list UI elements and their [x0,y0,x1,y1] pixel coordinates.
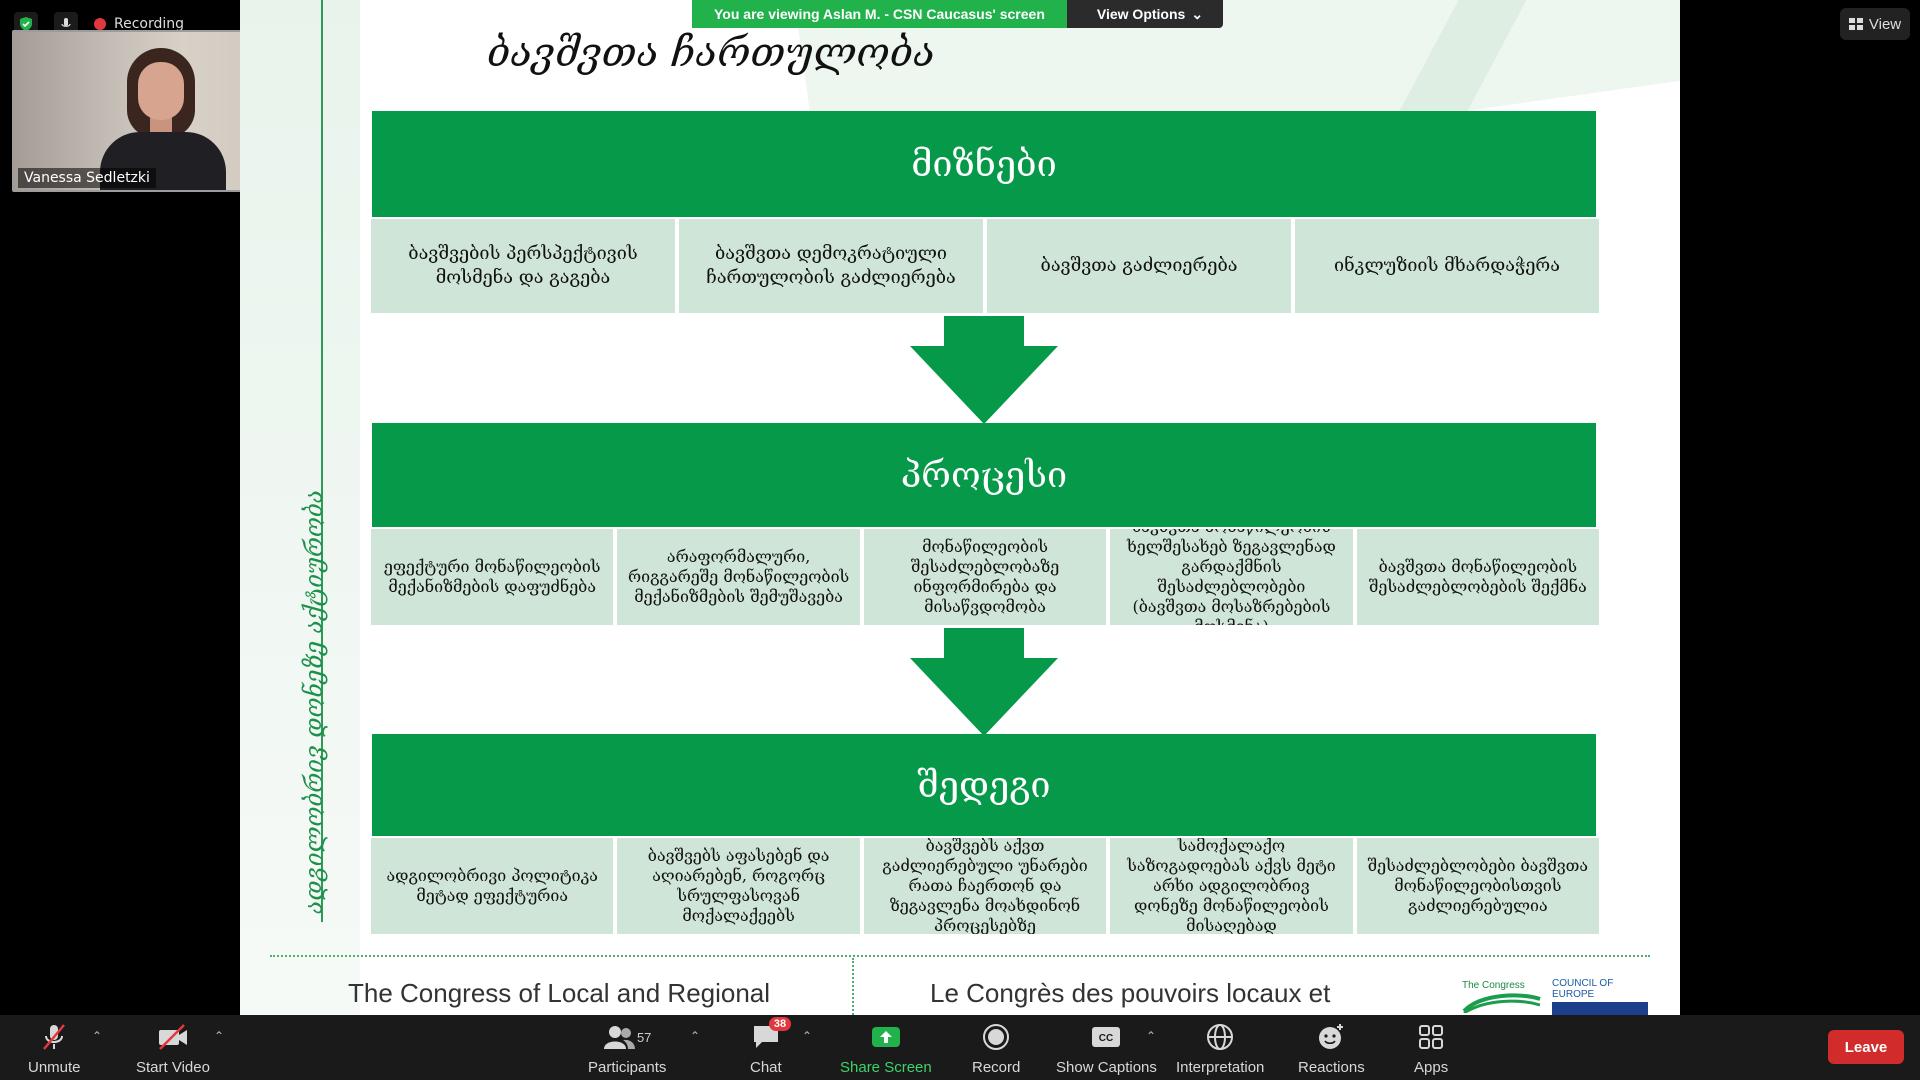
process-cell: ეფექტური მონაწილეობის მექანიზმების დაფუძ… [371,529,614,625]
participants-icon: 57 [603,1021,651,1053]
show-captions-label: Show Captions [1056,1059,1157,1076]
grid-view-icon [1848,18,1863,30]
recording-indicator[interactable]: Recording [94,16,184,32]
view-layout-button[interactable]: View [1840,8,1910,40]
result-cell: სამოქალაქო საზოგადოებას აქვს მეტი არხი ა… [1110,838,1353,934]
slide-vertical-line [321,0,323,922]
council-of-europe-logo: COUNCIL OF EUROPE [1552,978,1648,1015]
participants-button[interactable]: 57 Participants [588,1021,666,1076]
down-arrow-icon [910,628,1058,736]
chat-button[interactable]: 38 Chat [750,1017,792,1076]
coe-flag-icon [1552,1002,1648,1015]
unmute-label: Unmute [28,1059,81,1076]
meeting-toolbar: Unmute ⌃ Start Video ⌃ 57 Participants ⌃… [0,1015,1920,1080]
participants-count: 57 [636,1029,652,1045]
globe-icon [1206,1021,1234,1053]
show-captions-button[interactable]: CC Show Captions [1056,1021,1157,1076]
slide-vertical-label: ადგილობრივ დონეზე აქტიურობა [300,490,328,914]
footer-divider [270,955,1650,957]
audio-options-caret-icon[interactable]: ⌃ [92,1029,103,1043]
footer-french-text: Le Congrès des pouvoirs locaux et [930,978,1331,1008]
closed-captions-icon: CC [1091,1021,1121,1053]
apps-button[interactable]: Apps [1414,1021,1448,1076]
result-cells: ადგილობრივი პოლიტიკა მეტად ეფექტურია ბავ… [371,838,1600,934]
top-status-bar: Recording [14,12,184,36]
view-label: View [1868,15,1902,33]
process-band: პროცესი [372,423,1596,527]
vertical-label-text: ადგილობრივ დონეზე აქტიურობა [300,489,328,914]
result-cell: შესაძლებლობები ბავშვთა მონაწილეობისთვის … [1356,838,1600,934]
reactions-label: Reactions [1298,1059,1365,1076]
footer-english-text: The Congress of Local and Regional [348,978,771,1008]
muted-microphone-icon [39,1021,69,1053]
result-cell: ბავშვებს აქვთ გაძლიერებული უნარები რათა … [863,838,1107,934]
participants-label: Participants [588,1059,667,1076]
share-status-text: You are viewing Aslan M. - CSN Caucasus'… [692,0,1067,28]
start-video-button[interactable]: Start Video [136,1021,210,1076]
record-label: Record [972,1059,1021,1076]
result-band: შედეგი [372,734,1596,836]
process-cell: მონაწილეობის შესაძლებლობაზე ინფორმირება … [863,529,1107,625]
process-cell: ბავშვთა მონაწილეობის ხელშესახებ ზეგავლენ… [1110,529,1353,625]
record-icon [982,1021,1010,1053]
slide-background-left [240,0,360,1015]
slide-title: ბავშვთა ჩართულობა [487,30,936,76]
share-screen-icon [870,1021,902,1053]
captions-caret-icon[interactable]: ⌃ [1146,1029,1157,1043]
goals-band: მიზნები [372,111,1596,217]
process-cells: ეფექტური მონაწილეობის მექანიზმების დაფუძ… [371,529,1600,625]
recording-dot-icon [94,18,106,30]
apps-label: Apps [1414,1059,1449,1076]
video-options-caret-icon[interactable]: ⌃ [214,1029,225,1043]
share-screen-button[interactable]: Share Screen [840,1021,932,1076]
participant-face [138,62,184,120]
process-cell: არაფორმალური, რიგგარეშე მონაწილეობის მექ… [617,529,860,625]
leave-button[interactable]: Leave [1828,1030,1904,1064]
interpretation-button[interactable]: Interpretation [1176,1021,1264,1076]
chevron-down-icon: ⌄ [1191,5,1204,22]
recording-label: Recording [114,16,185,32]
coe-logo-text: COUNCIL OF EUROPE [1552,978,1614,1000]
congress-logo-text: The Congress [1462,980,1525,991]
share-screen-label: Share Screen [840,1059,932,1076]
apps-icon [1417,1021,1445,1053]
record-button[interactable]: Record [972,1021,1020,1076]
chat-icon: 38 [751,1017,792,1053]
goals-cell: ბავშვების პერსპექტივის მოსმენა და გაგება [371,219,675,313]
goals-cell: ბავშვთა დემოკრატიული ჩართულობის გაძლიერე… [679,219,983,313]
goals-cell: ინკლუზიის მხარდაჭერა [1295,219,1599,313]
result-cell: ბავშვებს აფასებენ და აღიარებენ, როგორც ს… [617,838,860,934]
chat-caret-icon[interactable]: ⌃ [802,1029,813,1043]
participant-name: Vanessa Sedletzki [18,168,156,188]
reactions-button[interactable]: Reactions [1298,1021,1365,1076]
process-cell: ბავშვთა მონაწილეობის შესაძლებლობების შექ… [1356,529,1600,625]
smiley-plus-icon [1316,1021,1346,1053]
congress-logo: The Congress [1462,980,1542,1015]
congress-swoosh-icon [1462,993,1541,1015]
svg-text:CC: CC [1099,1033,1113,1044]
view-options-label: View Options [1096,6,1186,22]
goals-cell: ბავშვთა გაძლიერება [987,219,1291,313]
goals-cells: ბავშვების პერსპექტივის მოსმენა და გაგება… [371,219,1599,313]
shared-screen-slide: ადგილობრივ დონეზე აქტიურობა ბავშვთა ჩართ… [240,0,1680,1015]
down-arrow-icon [910,316,1058,424]
interpretation-label: Interpretation [1176,1059,1265,1076]
video-off-icon [156,1021,190,1053]
view-options-button[interactable]: View Options ⌄ [1066,0,1224,28]
chat-label: Chat [750,1059,782,1076]
chat-unread-badge: 38 [768,1017,792,1031]
screen-share-banner: You are viewing Aslan M. - CSN Caucasus'… [692,0,1224,28]
footer-vertical-divider [852,958,854,1015]
start-video-label: Start Video [136,1059,210,1076]
participants-caret-icon[interactable]: ⌃ [690,1029,701,1043]
result-cell: ადგილობრივი პოლიტიკა მეტად ეფექტურია [371,838,614,934]
unmute-button[interactable]: Unmute [28,1021,81,1076]
